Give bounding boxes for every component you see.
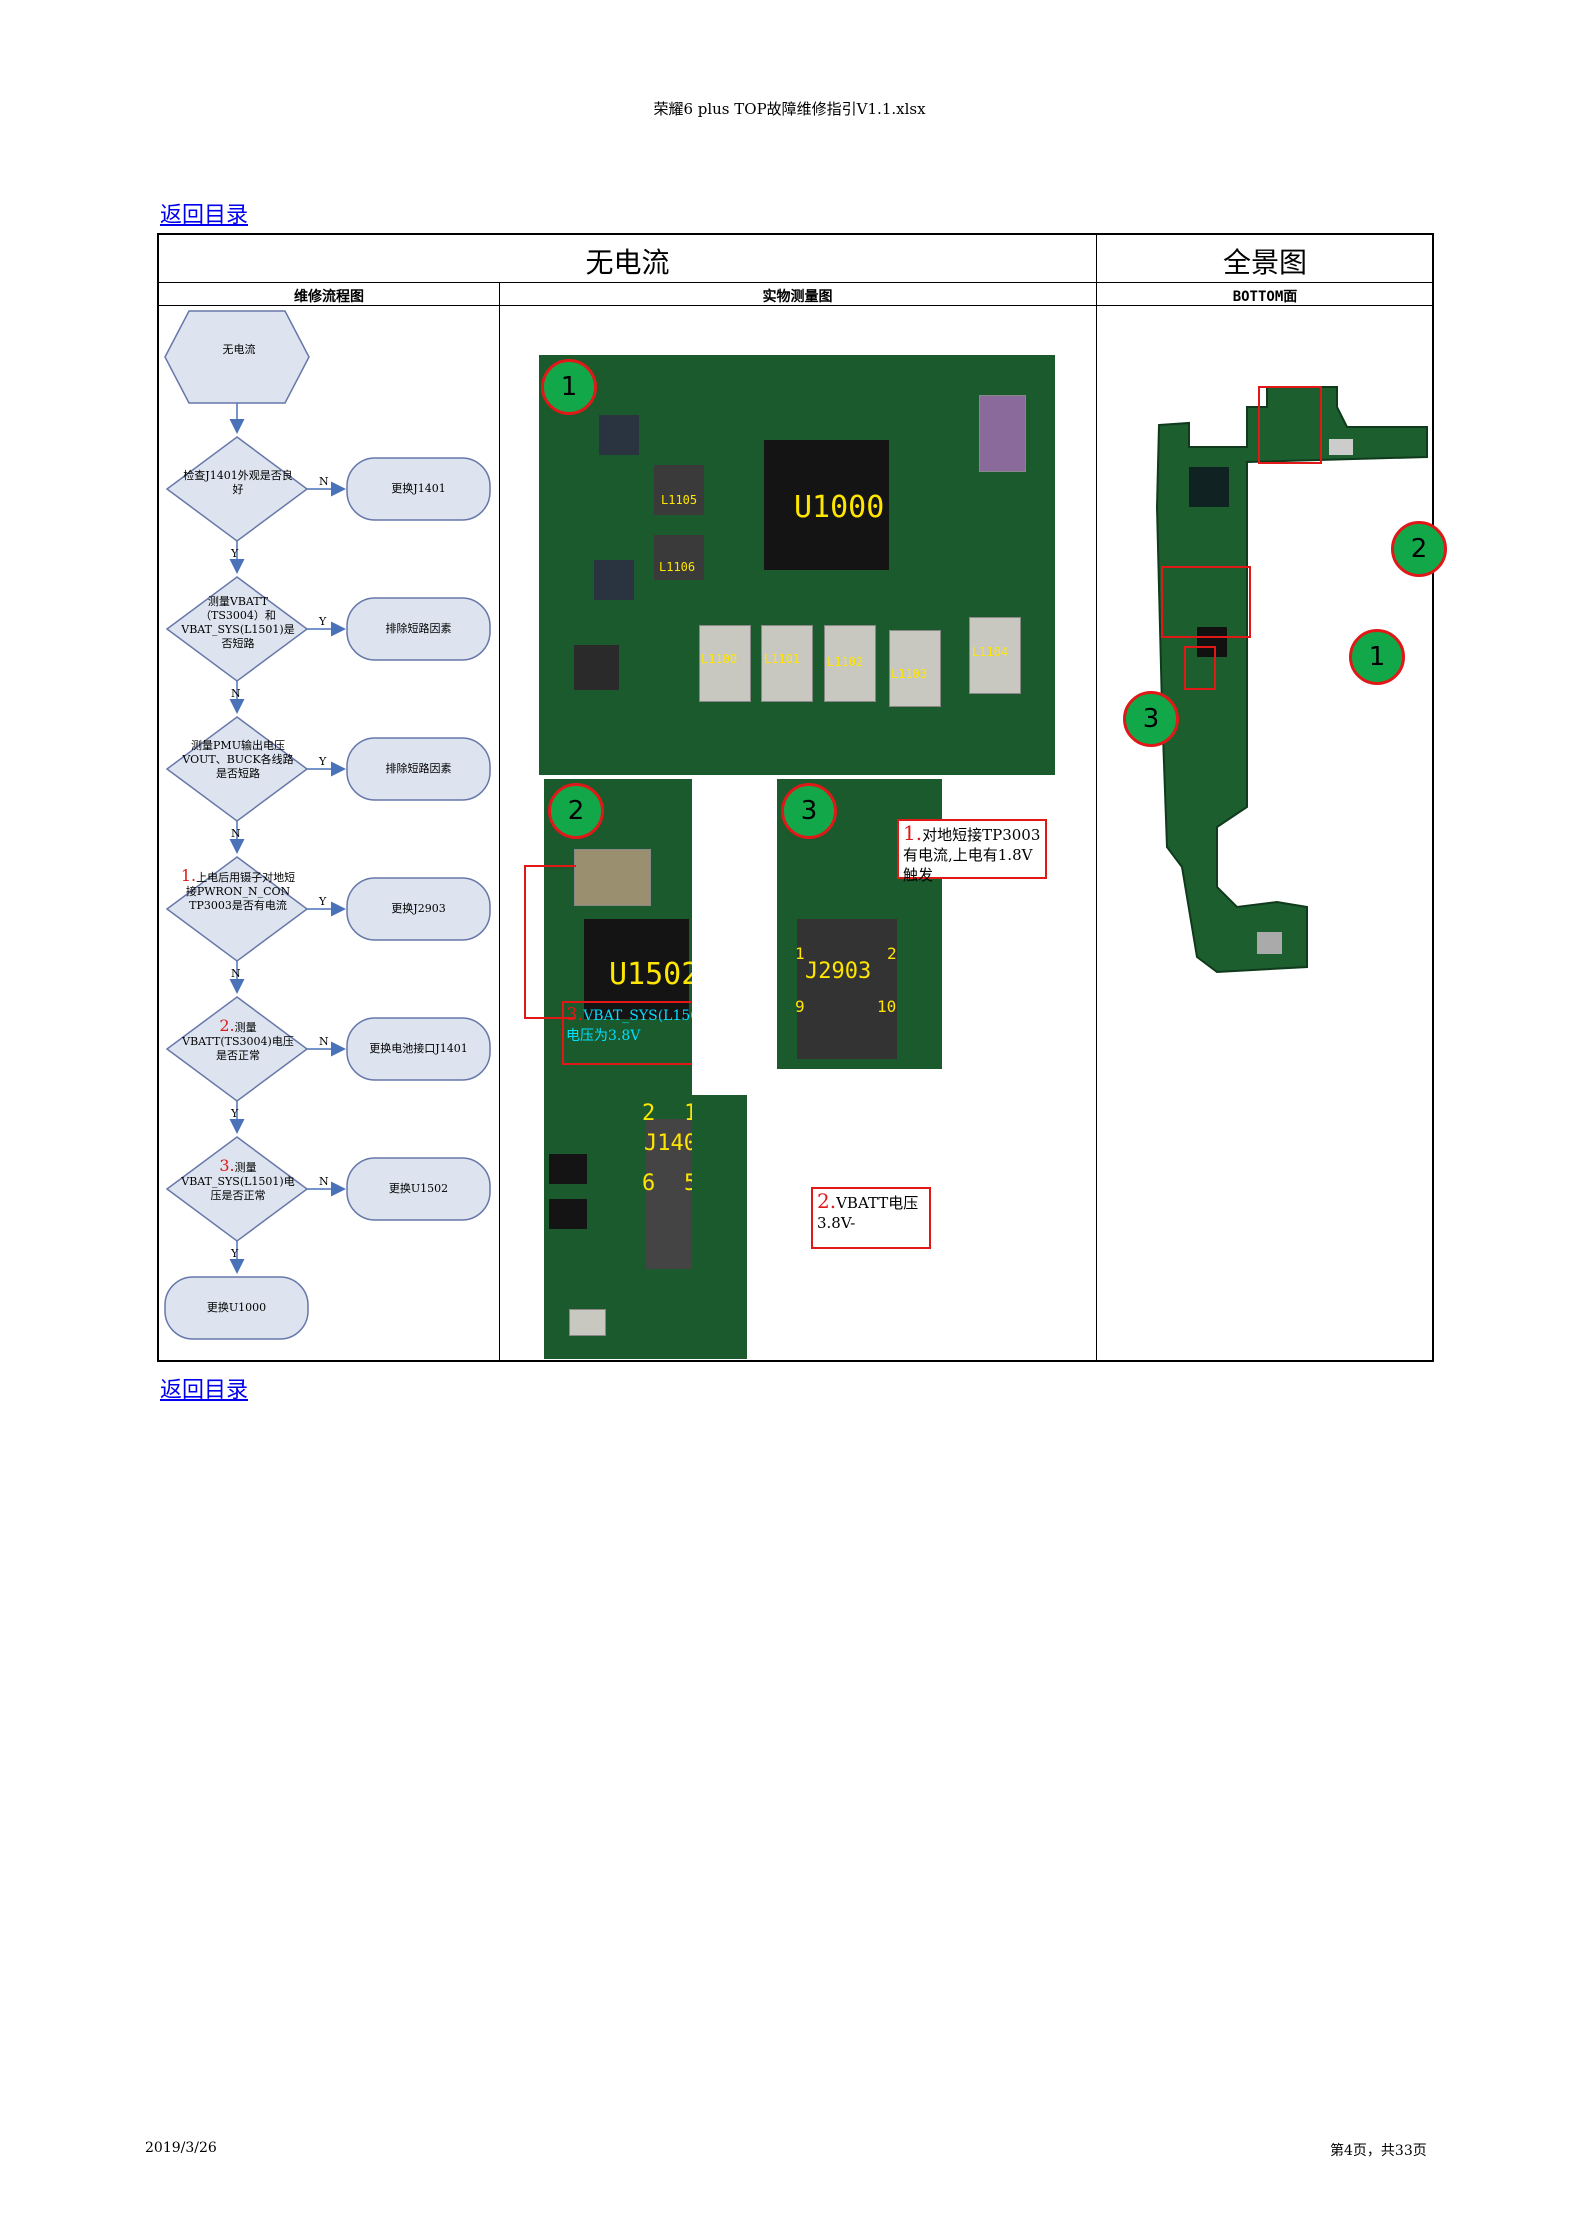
down-label-4: N — [231, 967, 241, 980]
flow-actions — [164, 457, 491, 1340]
label-l1103: L1103 — [891, 667, 928, 681]
decision-1-text: 检查J1401外观是否良好 — [183, 469, 293, 496]
col-header-flow: 维修流程图 — [294, 289, 364, 305]
pin-10: 10 — [877, 997, 897, 1016]
pin-2: 2 — [887, 944, 897, 963]
fault-table: 无电流 全景图 维修流程图 实物测量图 BOTTOM面 — [157, 233, 1447, 1362]
bottom-board-panorama — [1155, 386, 1428, 974]
decision-2-text: 测量VBATT（TS3004）和VBAT_SYS(L1501)是否短路 — [181, 595, 295, 650]
board-box-3 — [1184, 646, 1216, 690]
tp3003-callout: 1.对地短接TP3003有电流,上电有1.8V触发 — [897, 819, 1047, 884]
action-2 — [346, 597, 491, 661]
label-l1101: L1101 — [764, 652, 801, 666]
flow-decisions — [165, 436, 309, 1242]
flow-connectors — [229, 481, 346, 1274]
down-label-1: Y — [231, 547, 239, 560]
pin-9: 9 — [795, 997, 805, 1016]
page-number: 第4页，共33页 — [1330, 2143, 1427, 2159]
flow-end-shape — [164, 1276, 309, 1340]
decision-5-text: 2.测量VBATT(TS3004)电压是否正常 — [182, 1016, 294, 1063]
action-5-text: 更换电池接口J1401 — [369, 1042, 468, 1055]
connector-label-j2903: J2903 — [805, 959, 872, 984]
down-label-5: Y — [231, 1107, 239, 1120]
chip-label-u1502: U1502 — [609, 957, 692, 992]
connector-label-j1401: J1401 — [644, 1131, 692, 1156]
board-marker-2: 2 — [1391, 521, 1447, 577]
board-photo-1: U1000 L1105 L1106 L1100 L1101 L1102 L110… — [539, 355, 1055, 775]
action-1-text: 更换J1401 — [391, 482, 446, 495]
flow-start-shape — [164, 310, 310, 404]
branch-label-5: N — [319, 1035, 329, 1048]
decision-6-text: 3.测量VBAT_SYS(L1501)电压是否正常 — [181, 1156, 295, 1203]
col-header-bottom: BOTTOM面 — [1232, 289, 1298, 305]
action-3 — [346, 737, 491, 801]
print-date: 2019/3/26 — [145, 2140, 217, 2156]
col-header-measure: 实物测量图 — [762, 289, 833, 305]
label-l1102: L1102 — [827, 655, 864, 669]
pin-2: 2 — [642, 1101, 656, 1126]
pin-6: 6 — [642, 1171, 656, 1196]
repair-flowchart — [164, 310, 491, 1340]
chip-label-u1000: U1000 — [794, 490, 885, 525]
label-l1106: L1106 — [659, 560, 696, 574]
action-6 — [346, 1157, 491, 1221]
branch-label-3: Y — [319, 755, 327, 768]
vbatt-callout: 2.VBATT电压3.8V- — [811, 1187, 931, 1249]
action-6-text: 更换U1502 — [388, 1182, 449, 1195]
label-l1100: L1100 — [701, 652, 738, 666]
branch-label-2: Y — [319, 615, 327, 628]
vbat-sys-note: 3.VBAT_SYS(L1501)电压为3.8V — [566, 1004, 692, 1045]
down-label-2: N — [231, 687, 241, 700]
action-4-text: 更换J2903 — [391, 902, 446, 915]
branch-label-4: Y — [319, 895, 327, 908]
label-l1105: L1105 — [661, 493, 698, 507]
flow-end-label: 更换U1000 — [206, 1301, 267, 1314]
pin-5: 5 — [684, 1171, 692, 1196]
flow-start-label: 无电流 — [222, 343, 256, 356]
board-photo-2: U1502 J1401 2 1 6 5 3.VBAT_SYS(L1501)电压为… — [544, 779, 692, 1359]
action-3-text: 排除短路因素 — [385, 762, 452, 775]
action-5 — [346, 1017, 491, 1081]
branch-label-1: N — [319, 475, 329, 488]
table-title-main: 无电流 — [585, 246, 670, 279]
back-to-index-link-top[interactable]: 返回目录 — [160, 203, 249, 228]
board-marker-1: 1 — [1349, 629, 1405, 685]
marker-2-photo: 2 — [548, 783, 604, 839]
marker-1-photo: 1 — [541, 359, 597, 415]
down-label-6: Y — [231, 1247, 239, 1260]
decision-3-text: 测量PMU输出电压VOUT、BUCK各线路是否短路 — [182, 739, 294, 780]
action-4 — [346, 877, 491, 941]
board-photo-2-tail — [692, 1095, 747, 1359]
action-2-text: 排除短路因素 — [385, 622, 452, 635]
label-l1104: L1104 — [972, 645, 1009, 659]
action-1 — [346, 457, 491, 521]
table-title-panorama: 全景图 — [1222, 246, 1307, 279]
file-title: 荣耀6 plus TOP故障维修指引V1.1.xlsx — [653, 100, 926, 118]
pin-1: 1 — [795, 944, 805, 963]
marker-3-photo: 3 — [781, 783, 837, 839]
board-box-1 — [1161, 566, 1251, 638]
back-to-index-link-bottom[interactable]: 返回目录 — [160, 1378, 249, 1403]
board-marker-3: 3 — [1123, 691, 1179, 747]
branch-label-6: N — [319, 1175, 329, 1188]
decision-4-text: 1.上电后用镊子对地短接PWRON_N_CON TP3003是否有电流 — [180, 866, 296, 913]
board-outline — [1155, 386, 1428, 974]
pin-1: 1 — [684, 1101, 692, 1126]
board-box-2 — [1258, 386, 1322, 464]
down-label-3: N — [231, 827, 241, 840]
